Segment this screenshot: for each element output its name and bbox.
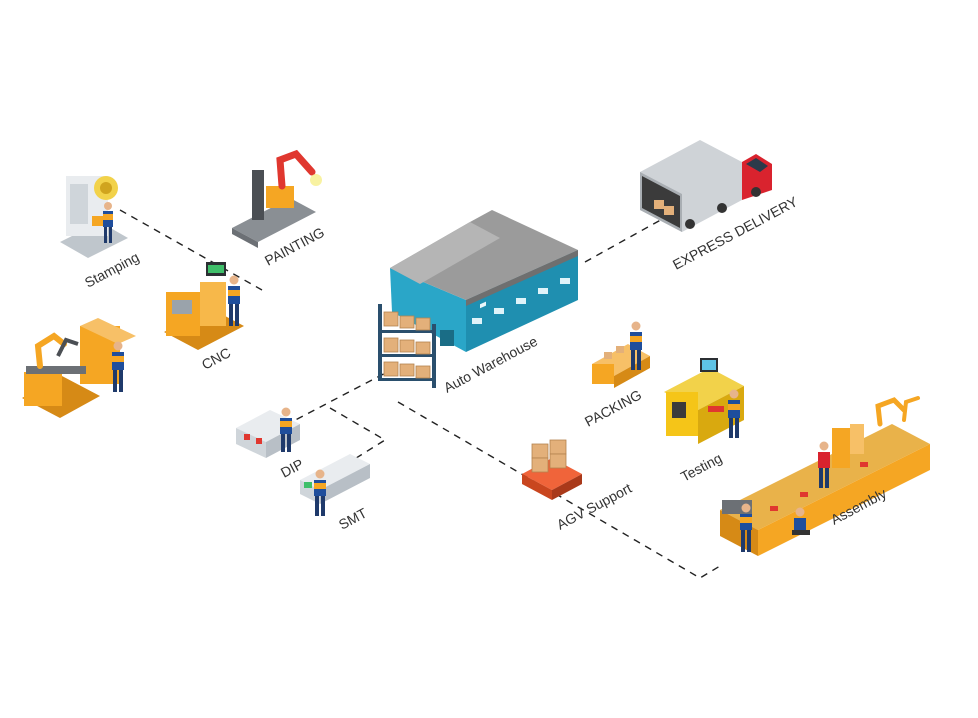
warehouse-shelf xyxy=(378,304,436,388)
agv-vehicle xyxy=(522,439,582,500)
label-smt: SMT xyxy=(336,504,370,532)
worker-robot-station xyxy=(112,341,124,392)
delivery-truck xyxy=(640,140,772,232)
connector-warehouse-agv-assembly xyxy=(397,401,721,579)
worker-assembly-1 xyxy=(740,503,752,552)
worker-dip xyxy=(280,407,292,452)
connector-warehouse-dip xyxy=(279,367,396,429)
worker-stamping xyxy=(103,202,113,243)
label-packing: PACKING xyxy=(582,386,644,429)
worker-testing xyxy=(728,389,740,438)
worker-smt xyxy=(314,469,326,516)
painting-robot xyxy=(232,149,322,248)
worker-packing xyxy=(630,321,642,370)
auto-warehouse xyxy=(390,210,578,352)
worker-assembly-2 xyxy=(792,507,810,535)
connectors xyxy=(119,209,721,579)
label-dip: DIP xyxy=(278,456,306,481)
connector-warehouse-express xyxy=(584,211,676,263)
robot-arm-station xyxy=(22,318,136,418)
connector-stamping-cnc xyxy=(119,209,263,291)
worker-cnc xyxy=(228,275,240,326)
label-testing: Testing xyxy=(678,450,725,485)
label-cnc: CNC xyxy=(199,344,233,372)
packing-station xyxy=(592,344,650,388)
connector-dip-smt xyxy=(329,407,387,466)
worker-assembly-3 xyxy=(818,441,830,488)
stamping-machine xyxy=(60,176,128,258)
cnc-machine xyxy=(164,262,244,350)
smt-machine xyxy=(300,454,370,504)
